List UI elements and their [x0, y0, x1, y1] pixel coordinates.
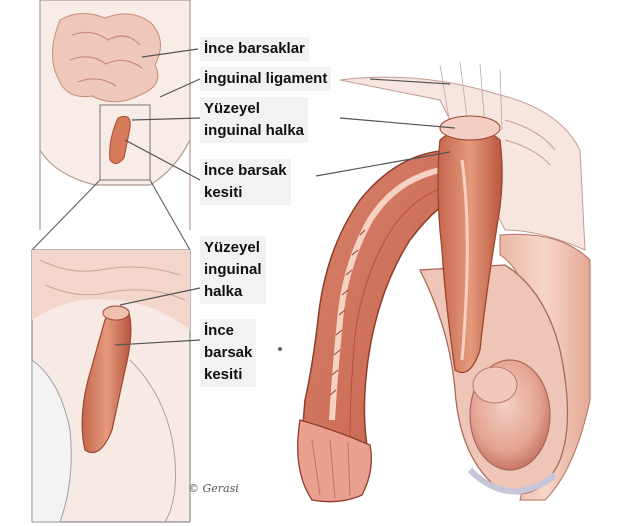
label-ince-barsak-kesiti-bottom: İnce barsak kesiti [200, 319, 256, 387]
main-illustration [298, 62, 590, 502]
zoom-inset [32, 250, 190, 522]
leader-yuzeyel-halka-right [340, 118, 455, 128]
label-inguinal-ligament: İnguinal ligament [200, 67, 331, 91]
torso-inset [32, 0, 190, 250]
label-yuzeyel-inguinal-halka-bottom: Yüzeyel inguinal halka [200, 236, 266, 304]
label-ince-barsaklar: İnce barsaklar [200, 37, 309, 61]
label-ince-barsak-kesiti-top: İnce barsak kesiti [200, 159, 291, 205]
bullet-dot [278, 347, 282, 351]
artist-signature: © Gerasi [188, 482, 239, 495]
label-yuzeyel-inguinal-halka-top: Yüzeyel inguinal halka [200, 97, 308, 143]
